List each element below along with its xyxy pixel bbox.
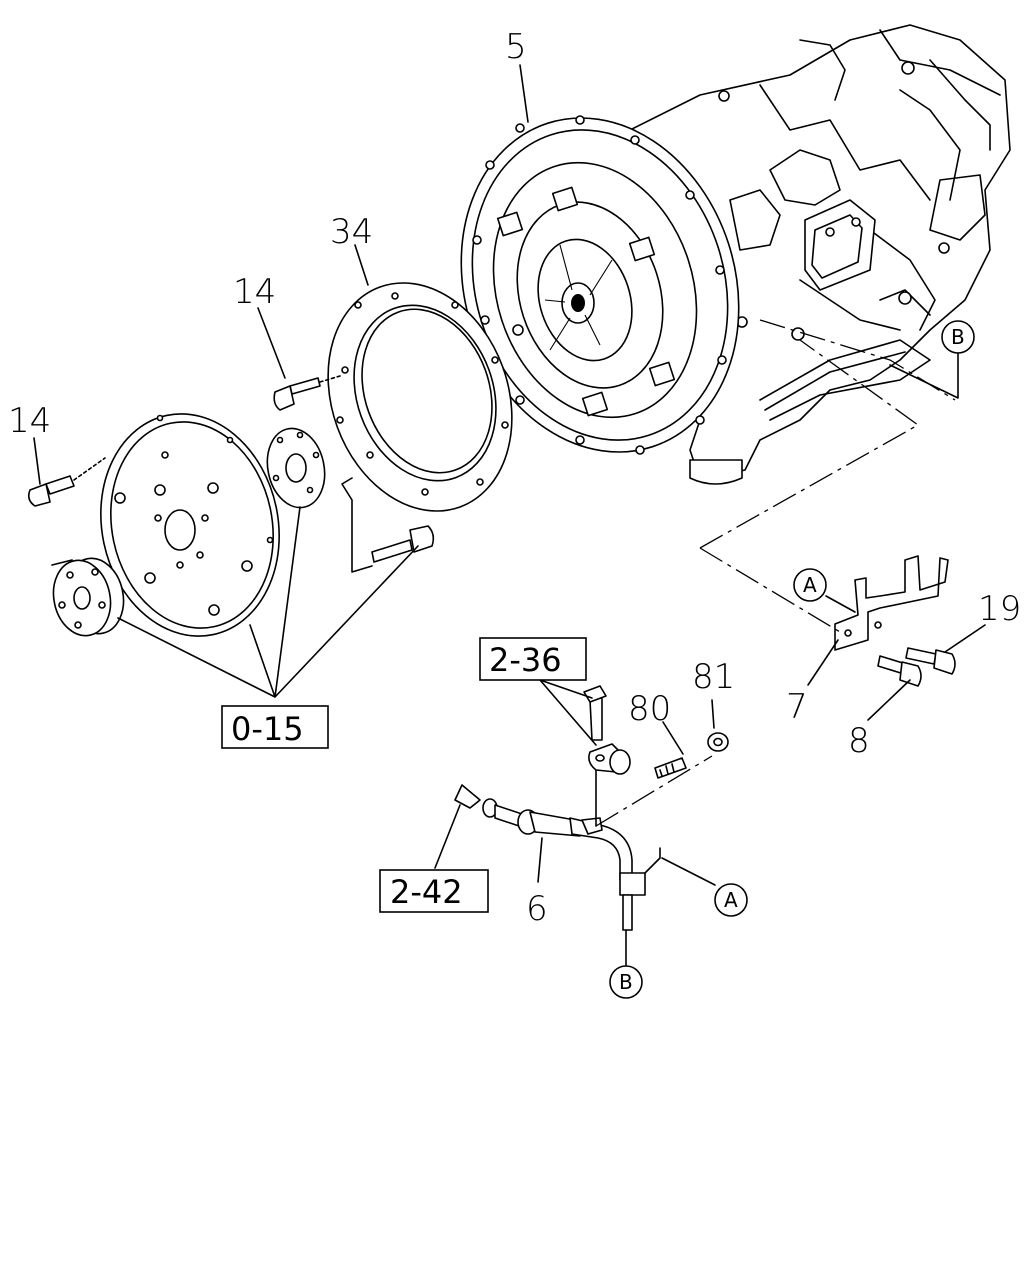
clip-and-bolt — [539, 679, 631, 775]
oil-level-gauge-tube-6 — [454, 769, 661, 931]
ref-box-2-36-label: 2-36 — [489, 641, 562, 679]
bell-housing — [460, 115, 740, 455]
nut-81 — [707, 699, 729, 752]
ref-box-2-36[interactable]: 2-36 — [479, 637, 587, 681]
marker-b-lower: B — [609, 965, 643, 999]
ref-box-0-15[interactable]: 0-15 — [221, 705, 329, 749]
bolt-14-upper — [273, 375, 341, 411]
marker-a-lower-label: A — [724, 888, 738, 912]
marker-b-upper-label: B — [951, 325, 965, 349]
ref-box-2-42[interactable]: 2-42 — [379, 869, 489, 913]
ref-box-2-42-label: 2-42 — [390, 873, 463, 911]
crank-spacer — [51, 557, 125, 637]
flexplate-bolt — [341, 477, 435, 573]
bolt-14-lower — [28, 457, 106, 507]
callout-6: 6 — [526, 889, 548, 929]
leader-0-15 — [117, 506, 419, 698]
callout-5: 5 — [505, 27, 527, 67]
callout-8: 8 — [848, 721, 870, 761]
callout-14-upper: 14 — [233, 272, 276, 312]
callout-14-lower: 14 — [8, 401, 51, 441]
marker-a-upper: A — [793, 568, 827, 602]
stud-80 — [654, 721, 687, 779]
bolt-8 — [877, 655, 922, 687]
callout-80: 80 — [628, 689, 671, 729]
marker-b-lower-label: B — [619, 970, 633, 994]
adapter-plate-34 — [327, 282, 513, 512]
ref-box-0-15-label: 0-15 — [231, 710, 304, 748]
bolt-19 — [905, 647, 956, 675]
marker-a-upper-label: A — [803, 573, 817, 597]
reinforcement-washer — [266, 427, 326, 509]
centerline-1 — [699, 339, 920, 549]
callout-34: 34 — [330, 212, 373, 252]
centerline-3 — [595, 755, 713, 827]
bracket-7 — [834, 555, 949, 651]
marker-b-upper: B — [941, 320, 975, 354]
callout-19: 19 — [978, 589, 1021, 629]
callout-81: 81 — [692, 657, 735, 697]
marker-a-lower: A — [714, 883, 748, 917]
callout-7: 7 — [786, 687, 808, 727]
flex-plate — [100, 413, 280, 637]
centerline-2 — [699, 547, 841, 633]
